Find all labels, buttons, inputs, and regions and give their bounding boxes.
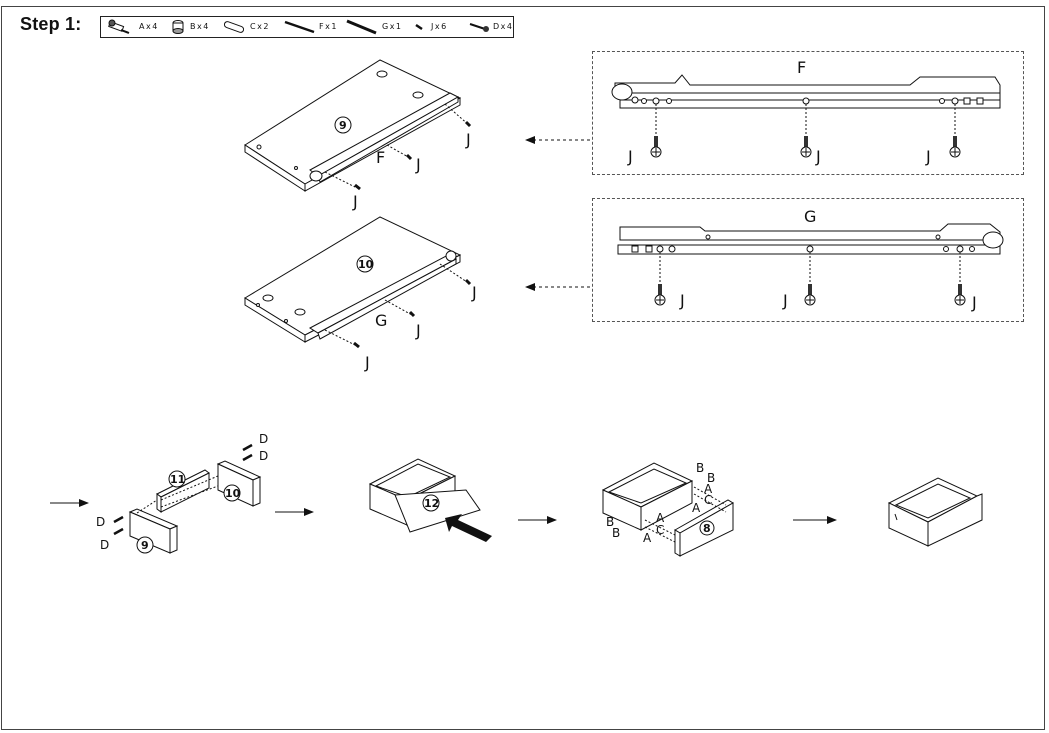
screw-j-label: J bbox=[471, 283, 477, 302]
part-label-f: Fx1 bbox=[319, 22, 338, 31]
screw-d-label: D bbox=[96, 515, 105, 529]
exploded-frame: 11 10 9 D D D D bbox=[96, 432, 268, 554]
screw-d-label: D bbox=[259, 432, 268, 446]
diagram-frame bbox=[1, 6, 1045, 730]
panel-10-number: 10 bbox=[358, 258, 374, 271]
screw-j-label: J bbox=[415, 155, 421, 174]
screw-icon bbox=[800, 136, 812, 158]
screw-icon bbox=[954, 284, 966, 306]
rail-f-label: F bbox=[797, 58, 806, 77]
screw-j-label: J bbox=[925, 147, 931, 166]
dowel-c-label: C bbox=[704, 493, 712, 507]
screw-j-label: J bbox=[627, 147, 633, 166]
cam-lock-icon bbox=[172, 20, 184, 34]
screw-j-label: J bbox=[971, 293, 977, 312]
screw-j-label: J bbox=[352, 192, 358, 211]
screw-j-label: J bbox=[679, 291, 685, 310]
part-label-a: Ax4 bbox=[139, 22, 159, 31]
cam-bolt-icon bbox=[108, 19, 130, 34]
push-arrow-icon bbox=[445, 514, 492, 542]
screw-icon bbox=[804, 284, 816, 306]
panel-12-number: 12 bbox=[424, 497, 439, 510]
cam-b-label: B bbox=[606, 515, 614, 529]
part-label-g: Gx1 bbox=[382, 22, 403, 31]
panel-11-number: 11 bbox=[170, 473, 185, 486]
rail-f-detail-box bbox=[592, 51, 1024, 175]
part-label-j: Jx6 bbox=[431, 22, 448, 31]
rail-f-detail: F J J J bbox=[611, 58, 1001, 166]
rail-g-icon bbox=[346, 19, 377, 35]
screw-j-label: J bbox=[782, 291, 788, 310]
panel-8-number: 8 bbox=[703, 522, 711, 535]
screw-d-label: D bbox=[259, 449, 268, 463]
finished-drawer bbox=[887, 477, 983, 547]
step-title: Step 1: bbox=[20, 14, 82, 34]
panel-9-number: 9 bbox=[339, 119, 347, 132]
screw-icon bbox=[650, 136, 662, 158]
attach-front-panel: 8 B B A C A B B A C A bbox=[601, 461, 734, 557]
dowel-c-label: C bbox=[656, 523, 664, 537]
screw-icon bbox=[949, 136, 961, 158]
rail-g-label: G bbox=[375, 311, 387, 330]
screw-d-label: D bbox=[100, 538, 109, 552]
screw-j-label: J bbox=[364, 353, 370, 372]
parts-list: Ax4 Bx4 Cx2 Fx1 Gx1 Jx6 Dx4 bbox=[100, 16, 514, 38]
part-label-d: Dx4 bbox=[493, 22, 514, 31]
panel-9-number: 9 bbox=[141, 539, 149, 552]
insert-bottom-panel: 12 bbox=[368, 458, 492, 542]
screw-j-label: J bbox=[415, 321, 421, 340]
rail-g-label: G bbox=[804, 207, 816, 226]
long-screw-icon bbox=[469, 23, 489, 32]
screw-icon bbox=[654, 284, 666, 306]
cam-a-label: A bbox=[656, 511, 665, 525]
wood-dowel-icon bbox=[223, 21, 245, 33]
rail-g-detail-box bbox=[592, 198, 1024, 322]
rail-g-detail: G J J J bbox=[617, 207, 1004, 312]
cam-b-label: B bbox=[707, 471, 715, 485]
screw-j-label: J bbox=[815, 147, 821, 166]
rail-f-label: F bbox=[376, 148, 385, 167]
cam-a-label: A bbox=[643, 531, 652, 545]
short-screw-icon bbox=[415, 23, 423, 31]
panel-10-with-rail-g: 10 J G J J bbox=[244, 216, 477, 372]
cam-b-label: B bbox=[696, 461, 704, 475]
panel-10-number: 10 bbox=[225, 487, 241, 500]
cam-b-label: B bbox=[612, 526, 620, 540]
cam-a-label: A bbox=[692, 501, 701, 515]
part-label-c: Cx2 bbox=[250, 22, 270, 31]
panel-9-with-rail-f: 9 J F J J bbox=[244, 59, 472, 211]
screw-j-label: J bbox=[465, 130, 471, 149]
part-label-b: Bx4 bbox=[190, 22, 210, 31]
cam-a-label: A bbox=[704, 482, 713, 496]
rail-f-icon bbox=[284, 20, 315, 34]
